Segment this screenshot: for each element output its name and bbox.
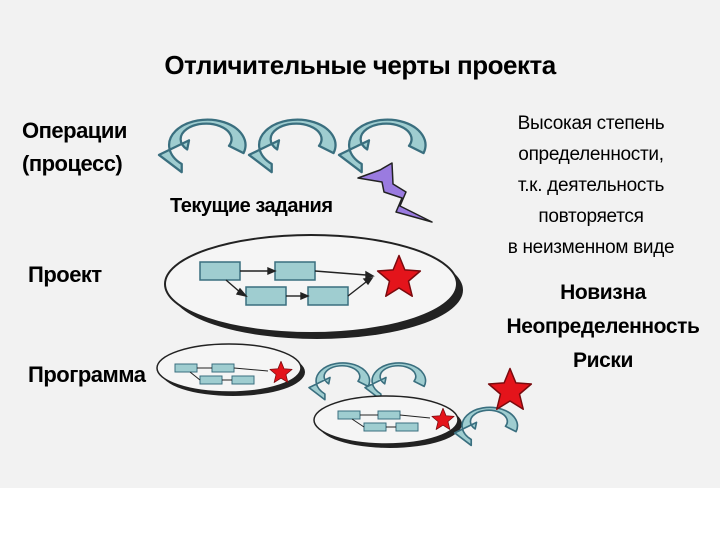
description-line-1: Высокая степень	[517, 113, 665, 134]
cycle-arrow-icon-6	[453, 406, 519, 447]
risk-star-icon	[487, 367, 533, 410]
operations-description: Высокая степень определенности, т.к. дея…	[486, 108, 696, 263]
diagram-art	[156, 118, 533, 448]
cycle-arrow-icon-3	[337, 118, 427, 174]
task-box	[307, 286, 349, 306]
task-box	[337, 410, 361, 420]
cycle-arrow-icon-1	[157, 118, 247, 174]
task-box	[211, 363, 235, 373]
trait-uncertainty: Неопределенность	[506, 315, 700, 338]
program-label: Программа	[28, 362, 146, 387]
operations-label: Операции (процесс)	[22, 114, 127, 180]
slide-title: Отличительные черты проекта	[164, 50, 556, 80]
description-line-5: в неизменном виде	[507, 237, 675, 258]
task-box	[363, 422, 387, 432]
cycle-arrow-icon-4	[308, 362, 371, 401]
cycle-arrow-icon-2	[247, 118, 337, 174]
trait-novelty: Новизна	[560, 281, 646, 304]
operations-label-line2: (процесс)	[22, 151, 123, 176]
task-box	[377, 410, 401, 420]
task-box	[395, 422, 419, 432]
project-diagram	[164, 234, 463, 339]
project-label: Проект	[28, 262, 102, 287]
trait-risks: Риски	[572, 349, 634, 372]
description-line-2: определенности,	[518, 144, 664, 165]
task-box	[274, 261, 316, 281]
task-box	[174, 363, 198, 373]
cycle-arrow-icon-5	[364, 362, 427, 401]
task-box	[245, 286, 287, 306]
current-tasks-caption: Текущие задания	[170, 195, 333, 217]
lightning-icon	[357, 162, 433, 223]
task-box	[199, 261, 241, 281]
description-line-4: повторяется	[538, 206, 644, 227]
task-box	[199, 375, 223, 385]
operations-label-line1: Операции	[22, 118, 127, 143]
task-box	[231, 375, 255, 385]
project-traits: Новизна Неопределенность Риски	[488, 276, 718, 378]
process-cycle-arrows	[157, 118, 427, 174]
slide: Отличительные черты проекта Операции (пр…	[0, 0, 720, 488]
description-line-3: т.к. деятельность	[517, 175, 665, 196]
program-diagram	[156, 343, 533, 448]
